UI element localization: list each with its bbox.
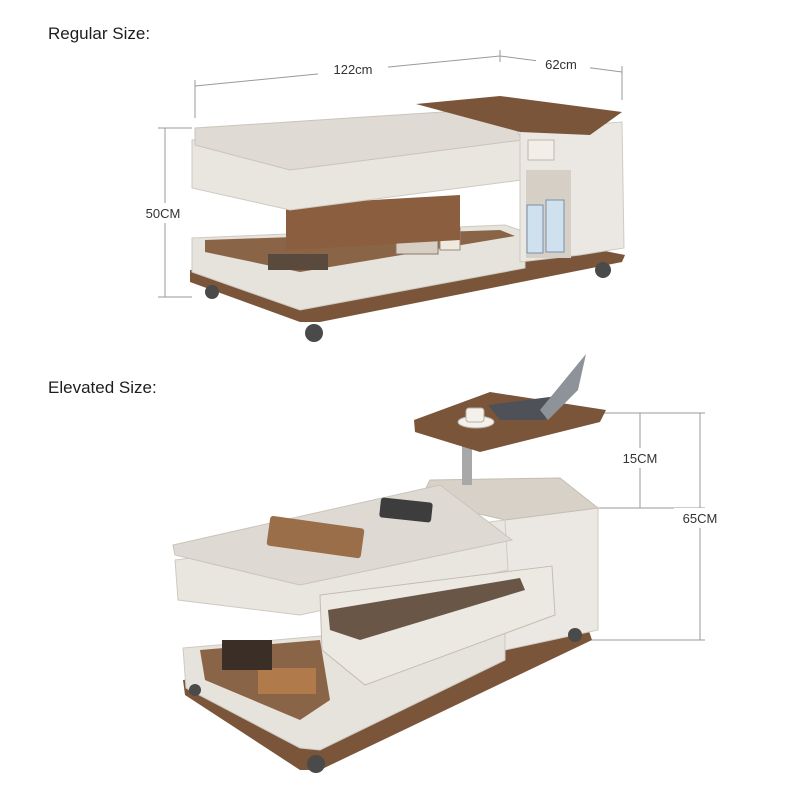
elevated-table: 15CM 65CM	[172, 354, 726, 773]
total-height-dimension: 65CM	[683, 511, 718, 526]
length-label-bg	[318, 60, 388, 78]
lift-top-tray	[414, 392, 606, 452]
tray-tablet	[268, 254, 328, 270]
walnut-back-panel	[286, 195, 460, 250]
regular-size-heading: Regular Size:	[48, 24, 151, 43]
tray-book	[222, 640, 272, 670]
height-label-bg	[138, 203, 190, 223]
depth-label-bg	[536, 56, 590, 72]
total-height-label-bg	[674, 508, 726, 528]
elevated-wheel-right	[568, 628, 582, 642]
coffee-cup	[465, 407, 485, 423]
walnut-side-top	[416, 96, 622, 135]
lift-column	[462, 440, 472, 485]
wooden-radio	[258, 668, 316, 694]
drawer-contents	[328, 578, 525, 640]
laptop-screen	[540, 354, 586, 420]
wheel-left	[205, 285, 219, 299]
shelf-box	[527, 139, 555, 161]
height-dimension: 50CM	[146, 206, 181, 221]
elevated-size-heading: Elevated Size:	[48, 378, 157, 397]
regular-table: 122cm 62cm 50CM	[138, 50, 625, 342]
lift-label-bg	[614, 448, 666, 468]
wireless-charger	[379, 497, 433, 523]
elevated-wheel-front	[307, 755, 325, 773]
wheel-front	[305, 324, 323, 342]
milk-carton-1	[526, 204, 544, 254]
wheel-right	[595, 262, 611, 278]
elevated-wheel-left	[189, 684, 201, 696]
lift-dimension: 15CM	[623, 451, 658, 466]
milk-carton-2	[545, 199, 565, 253]
length-dimension: 122cm	[333, 62, 372, 77]
depth-dimension: 62cm	[545, 57, 577, 72]
notebook	[266, 515, 365, 559]
